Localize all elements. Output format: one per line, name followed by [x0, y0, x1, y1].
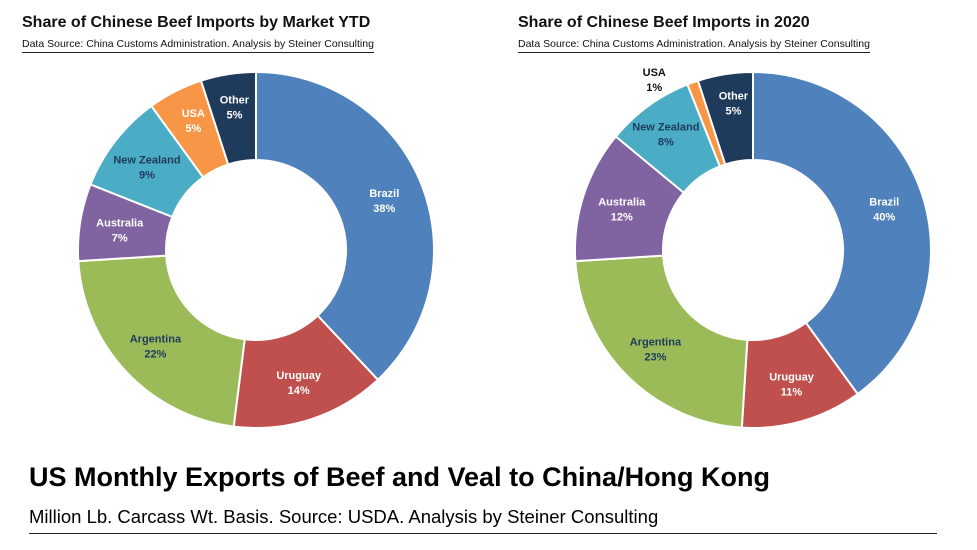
donut-svg: Brazil 38% Uruguay 14% Argentina 22% Australia…	[77, 70, 435, 429]
slice-argentina	[574, 254, 749, 429]
donut-chart-2020: Share of Chinese Beef Imports in 2020 Da…	[518, 0, 958, 440]
slice-label-other: Other	[220, 95, 250, 107]
slice-label-brazil: Brazil	[869, 196, 899, 208]
slice-value-australia: 7%	[112, 232, 128, 244]
slice-label-other: Other	[719, 91, 749, 103]
slice-value-australia: 12%	[611, 211, 633, 223]
slice-label-usa: USA	[182, 108, 205, 120]
slice-brazil	[752, 70, 932, 396]
slice-label-argentina: Argentina	[130, 333, 182, 345]
chart-title: Share of Chinese Beef Imports in 2020	[518, 14, 810, 31]
slice-value-argentina: 23%	[644, 352, 666, 364]
slice-label-argentina: Argentina	[630, 337, 682, 349]
slice-value-uruguay: 11%	[781, 387, 803, 399]
slice-value-usa: 5%	[185, 123, 201, 135]
slice-value-brazil: 40%	[873, 211, 895, 223]
slice-value-other: 5%	[226, 110, 242, 122]
slice-brazil	[255, 70, 435, 382]
slice-label-new-zealand: New Zealand	[632, 121, 699, 133]
slice-value-uruguay: 14%	[288, 385, 310, 397]
chart-source: Data Source: China Customs Administratio…	[518, 38, 870, 53]
slice-other	[696, 70, 754, 166]
slice-argentina	[77, 254, 246, 428]
donut-chart-ytd: Share of Chinese Beef Imports by Market …	[22, 0, 462, 440]
slice-label-uruguay: Uruguay	[769, 372, 815, 384]
slice-value-new-zealand: 9%	[139, 169, 155, 181]
slice-other	[199, 70, 257, 166]
chart-source: Data Source: China Customs Administratio…	[22, 38, 374, 53]
slice-value-usa: 1%	[646, 82, 662, 94]
slice-label-australia: Australia	[96, 217, 144, 229]
footer-subtitle: Million Lb. Carcass Wt. Basis. Source: U…	[29, 506, 659, 527]
slice-value-brazil: 38%	[373, 203, 395, 215]
slice-value-argentina: 22%	[144, 348, 166, 360]
footer-title: US Monthly Exports of Beef and Veal to C…	[29, 462, 771, 492]
slice-label-australia: Australia	[598, 196, 646, 208]
slice-value-new-zealand: 8%	[658, 136, 674, 148]
donut-svg: Brazil 40% Uruguay 11% Argentina 23% Australia…	[574, 67, 932, 429]
slice-label-usa: USA	[643, 67, 666, 79]
slice-label-new-zealand: New Zealand	[113, 154, 180, 166]
footer-divider	[29, 533, 937, 534]
slice-value-other: 5%	[725, 106, 741, 118]
chart-title: Share of Chinese Beef Imports by Market …	[22, 14, 371, 31]
slice-label-brazil: Brazil	[369, 188, 399, 200]
slice-label-uruguay: Uruguay	[276, 370, 322, 382]
